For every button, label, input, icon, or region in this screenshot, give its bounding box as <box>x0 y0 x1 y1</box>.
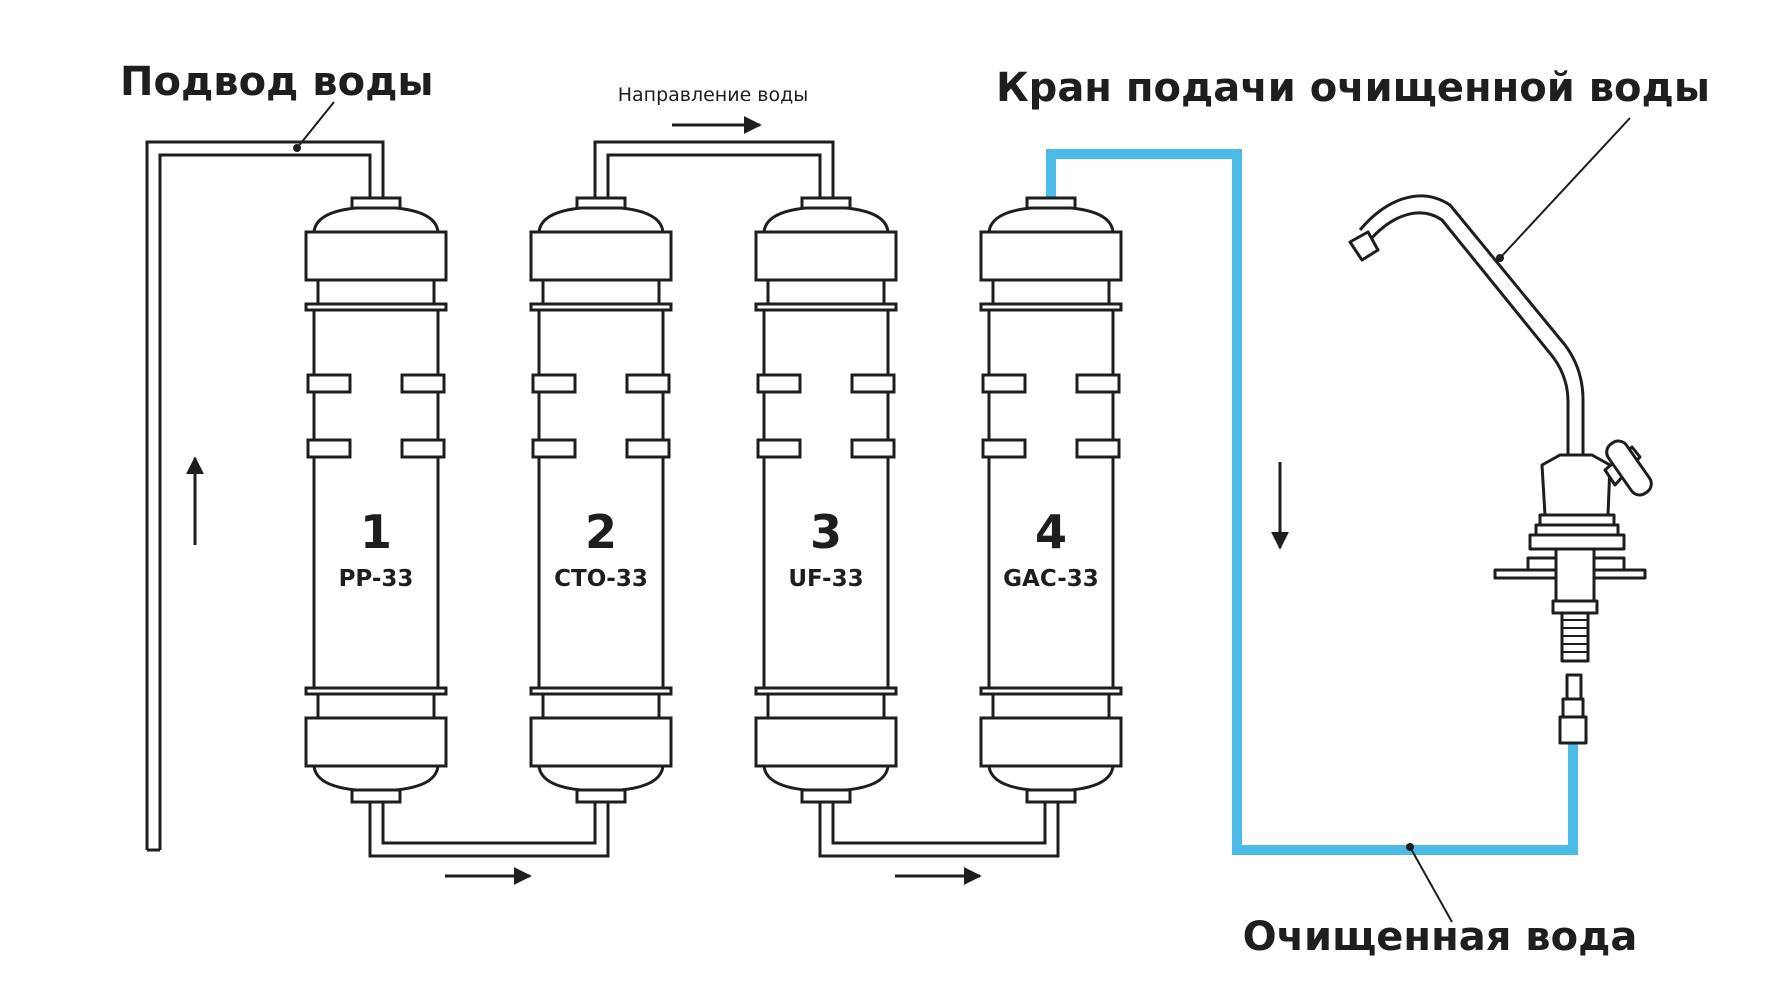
mount-clip <box>306 373 352 394</box>
bottom-cap <box>304 716 448 768</box>
top-cap <box>979 230 1123 282</box>
mount-clip <box>400 438 446 459</box>
bottom-dome <box>762 764 890 792</box>
bottom-neck <box>766 692 886 720</box>
mount-clip <box>531 373 577 394</box>
filter-housing-2 <box>529 196 673 804</box>
bottom-cap <box>529 716 673 768</box>
filter-number: 3 <box>810 505 842 559</box>
purified-leader <box>1409 846 1453 923</box>
bottom-neck <box>316 692 436 720</box>
bottom-dome <box>537 764 665 792</box>
filter-number: 4 <box>1035 505 1067 559</box>
purified-label: Очищенная вода <box>1243 914 1638 960</box>
mount-clip <box>400 373 446 394</box>
filter-body <box>762 308 890 690</box>
bottom-fitting <box>575 788 627 804</box>
mount-clip <box>1075 373 1121 394</box>
top-cap <box>304 230 448 282</box>
top-neck <box>991 278 1111 306</box>
filter-model: UF-33 <box>788 566 863 592</box>
mount-clip <box>756 373 802 394</box>
direction-label: Направление воды <box>618 84 809 106</box>
mount-clip <box>1075 438 1121 459</box>
mount-clip <box>850 373 896 394</box>
filter-housing-1 <box>304 196 448 804</box>
mount-clip <box>531 438 577 459</box>
mount-clip <box>981 438 1027 459</box>
top-dome <box>312 206 440 234</box>
mount-clip <box>981 373 1027 394</box>
inlet-leader-dot <box>293 144 301 152</box>
bottom-fitting <box>800 788 852 804</box>
top-neck <box>766 278 886 306</box>
bottom-cap <box>979 716 1123 768</box>
faucet-label: Кран подачи очищенной воды <box>996 65 1710 111</box>
filter-number: 1 <box>360 505 392 559</box>
filter-body <box>987 308 1115 690</box>
mount-clip <box>625 438 671 459</box>
inlet-pipe <box>145 140 385 852</box>
top-dome <box>762 206 890 234</box>
filter-body <box>537 308 665 690</box>
top-neck <box>541 278 661 306</box>
filter-model: GAC-33 <box>1003 566 1099 592</box>
top-cap <box>529 230 673 282</box>
faucet-icon <box>1348 194 1653 745</box>
bottom-cap <box>754 716 898 768</box>
mount-clip <box>756 438 802 459</box>
pipe-1-2 <box>368 795 610 858</box>
bottom-fitting <box>350 788 402 804</box>
pipe-2-3 <box>593 140 835 198</box>
filter-model: PP-33 <box>339 566 414 592</box>
filter-model: СТО-33 <box>554 566 648 592</box>
bottom-fitting <box>1025 788 1077 804</box>
inlet-label: Подвод воды <box>120 59 434 105</box>
filter-housing-3 <box>754 196 898 804</box>
inlet-leader <box>296 101 335 149</box>
filter-housing-4 <box>979 196 1123 804</box>
bottom-dome <box>312 764 440 792</box>
purified-water-line <box>1046 149 1578 855</box>
top-dome <box>537 206 665 234</box>
bottom-neck <box>991 692 1111 720</box>
purified-leader-dot <box>1406 843 1414 851</box>
filter-number: 2 <box>585 505 617 559</box>
bottom-neck <box>541 692 661 720</box>
bottom-dome <box>987 764 1115 792</box>
mount-clip <box>306 438 352 459</box>
pipe-3-4 <box>818 795 1060 858</box>
mount-clip <box>625 373 671 394</box>
faucet-leader <box>1499 117 1631 259</box>
top-dome <box>987 206 1115 234</box>
faucet-leader-dot <box>1496 254 1504 262</box>
filter-body <box>312 308 440 690</box>
mount-clip <box>850 438 896 459</box>
top-cap <box>754 230 898 282</box>
top-neck <box>316 278 436 306</box>
